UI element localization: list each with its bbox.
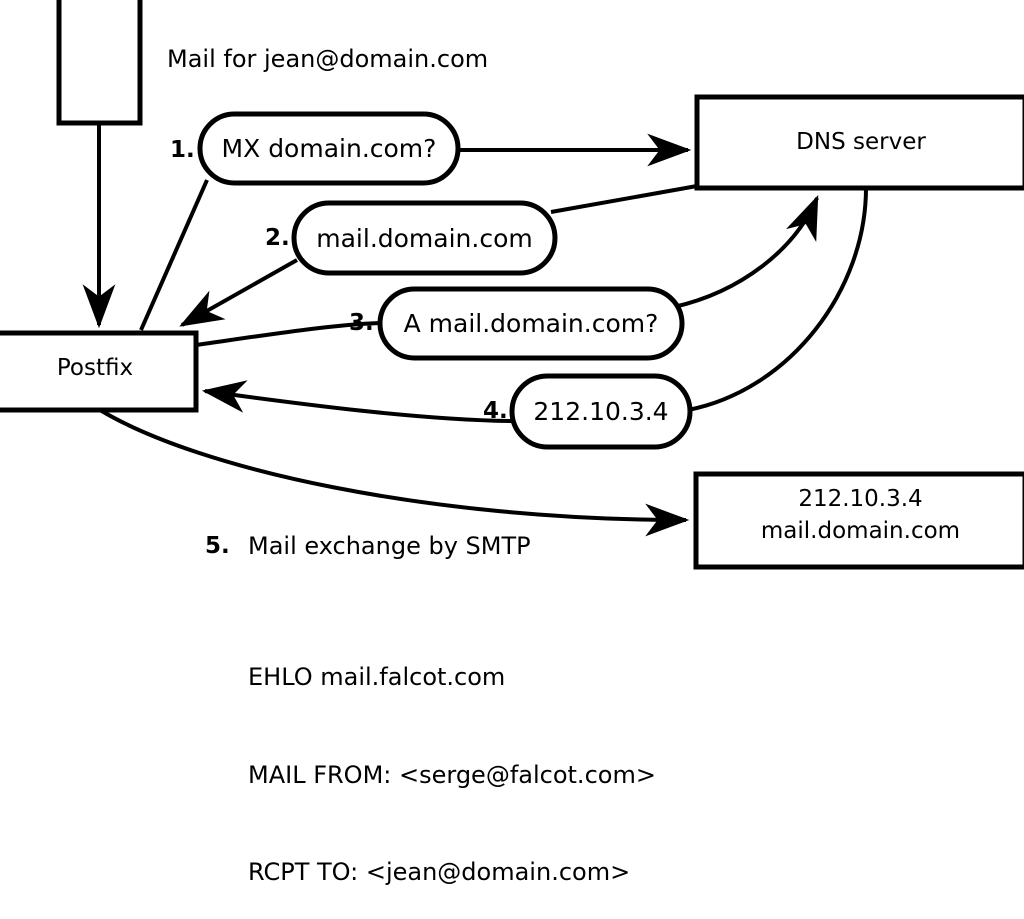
step-3-number: 3. bbox=[349, 310, 374, 336]
step-2-number: 2. bbox=[265, 225, 290, 251]
step-1-bubble[interactable] bbox=[197, 111, 461, 186]
edge-step3-bubble-to-dns bbox=[673, 195, 819, 309]
step-4-number: 4. bbox=[483, 398, 508, 424]
step-2-bubble[interactable] bbox=[291, 200, 558, 276]
step-5-label: Mail exchange by SMTP bbox=[248, 532, 531, 560]
step-3-bubble[interactable] bbox=[377, 286, 685, 361]
smtp-transcript: EHLO mail.falcot.com MAIL FROM: <serge@f… bbox=[248, 596, 656, 919]
step-4-bubble-label: 212.10.3.4 bbox=[533, 397, 669, 426]
edge-postfix-to-target-server bbox=[98, 408, 690, 537]
step-2-bubble-label: mail.domain.com bbox=[316, 224, 533, 253]
node-dns-server-box bbox=[694, 94, 1024, 191]
edge-postfix-to-step3-bubble bbox=[195, 321, 381, 347]
edge-postfix-to-step1-bubble bbox=[139, 179, 209, 331]
step-3-bubble-label: A mail.domain.com? bbox=[403, 309, 659, 338]
node-dns-server-label: DNS server bbox=[796, 129, 926, 155]
node-target-server-box bbox=[693, 471, 1024, 570]
smtp-line: RCPT TO: <jean@domain.com> bbox=[248, 858, 631, 886]
page-title: Mail for jean@domain.com bbox=[167, 45, 489, 73]
step-4-bubble[interactable] bbox=[509, 373, 693, 450]
node-postfix-box bbox=[0, 330, 199, 413]
edge-step4-bubble-to-postfix bbox=[201, 380, 513, 423]
node-target-server-label-ip: 212.10.3.4 bbox=[798, 486, 923, 512]
smtp-line: EHLO mail.falcot.com bbox=[248, 663, 506, 691]
step-1-bubble-label: MX domain.com? bbox=[221, 134, 437, 163]
node-target-server-label-host: mail.domain.com bbox=[760, 518, 961, 544]
step-5-number: 5. bbox=[205, 533, 230, 559]
smtp-line: MAIL FROM: <serge@falcot.com> bbox=[248, 760, 656, 789]
edge-step2-bubble-to-postfix bbox=[179, 258, 298, 327]
step-1-number: 1. bbox=[170, 137, 195, 163]
node-postfix-label: Postfix bbox=[56, 355, 134, 381]
edge-dns-to-step4-bubble bbox=[687, 187, 868, 412]
edge-dns-to-step2-bubble bbox=[550, 184, 698, 214]
node-mail-source-box bbox=[56, 0, 143, 126]
